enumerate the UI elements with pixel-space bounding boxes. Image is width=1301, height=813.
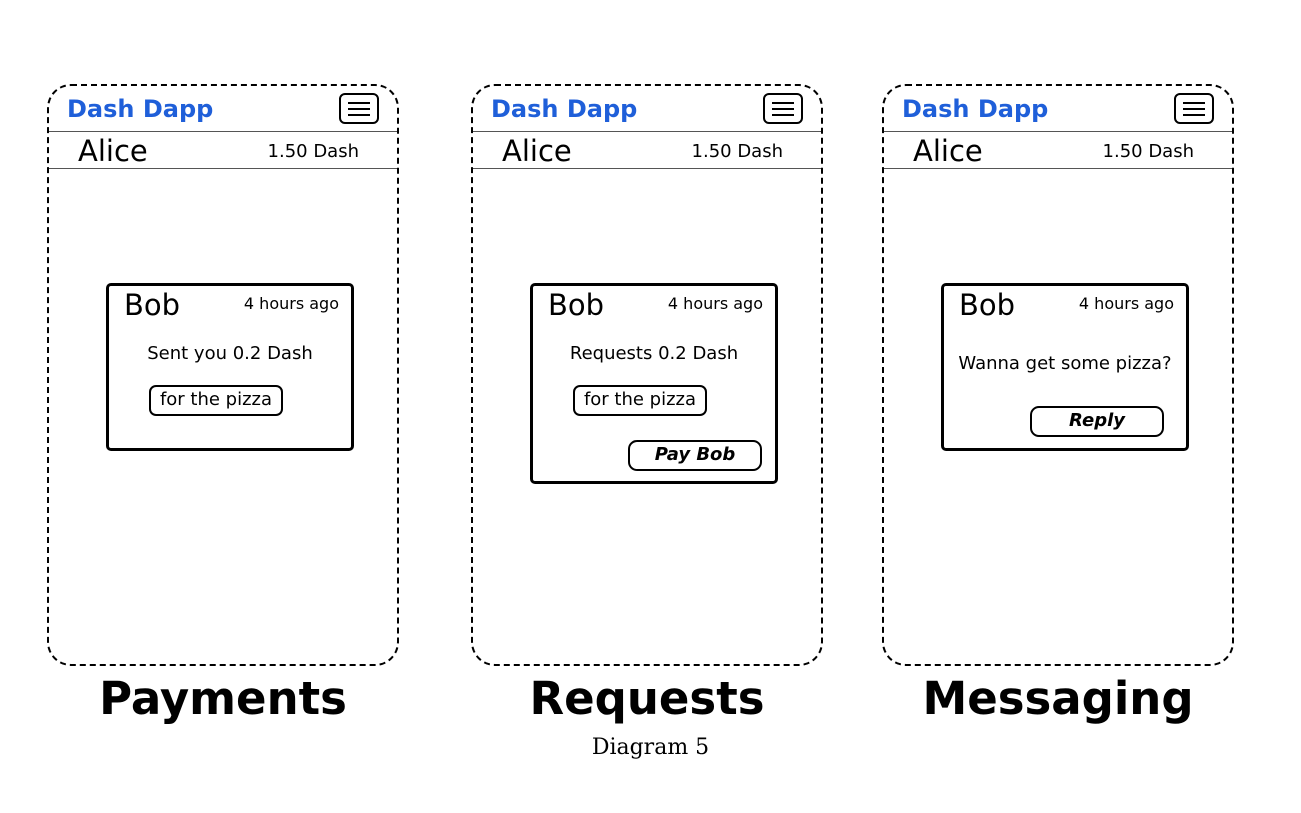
notification-card: Bob 4 hours ago Wanna get some pizza? Re…: [941, 283, 1189, 451]
timestamp: 4 hours ago: [1078, 294, 1174, 313]
hamburger-menu-icon[interactable]: [1174, 93, 1214, 124]
app-header: Dash Dapp: [49, 86, 397, 132]
app-title: Dash Dapp: [902, 95, 1049, 123]
hamburger-menu-icon[interactable]: [763, 93, 803, 124]
balance: 1.50 Dash: [1102, 141, 1194, 162]
app-title: Dash Dapp: [67, 95, 214, 123]
user-bar: Alice 1.50 Dash: [884, 132, 1232, 169]
hamburger-menu-icon[interactable]: [339, 93, 379, 124]
balance: 1.50 Dash: [691, 141, 783, 162]
notification-card: Bob 4 hours ago Sent you 0.2 Dash for th…: [106, 283, 354, 451]
message-text: Sent you 0.2 Dash: [147, 343, 313, 364]
sender-name: Bob: [959, 288, 1016, 322]
panel-label-requests: Requests: [529, 672, 765, 725]
pay-bob-button[interactable]: Pay Bob: [628, 440, 762, 471]
sender-name: Bob: [548, 288, 605, 322]
user-name: Alice: [502, 134, 572, 168]
message-text: Wanna get some pizza?: [958, 353, 1172, 374]
sender-name: Bob: [124, 288, 181, 322]
balance: 1.50 Dash: [267, 141, 359, 162]
phone-mockup-messaging: Dash Dapp Alice 1.50 Dash Bob 4 hours ag…: [882, 84, 1234, 666]
panel-label-payments: Payments: [99, 672, 347, 725]
memo-tag: for the pizza: [149, 385, 283, 416]
user-bar: Alice 1.50 Dash: [473, 132, 821, 169]
phone-mockup-payments: Dash Dapp Alice 1.50 Dash Bob 4 hours ag…: [47, 84, 399, 666]
notification-card: Bob 4 hours ago Requests 0.2 Dash for th…: [530, 283, 778, 484]
user-bar: Alice 1.50 Dash: [49, 132, 397, 169]
app-header: Dash Dapp: [473, 86, 821, 132]
panel-label-messaging: Messaging: [922, 672, 1194, 725]
user-name: Alice: [78, 134, 148, 168]
app-header: Dash Dapp: [884, 86, 1232, 132]
reply-button[interactable]: Reply: [1030, 406, 1164, 437]
message-text: Requests 0.2 Dash: [569, 343, 739, 364]
phone-mockup-requests: Dash Dapp Alice 1.50 Dash Bob 4 hours ag…: [471, 84, 823, 666]
diagram-caption: Diagram 5: [591, 735, 710, 760]
app-title: Dash Dapp: [491, 95, 638, 123]
timestamp: 4 hours ago: [667, 294, 763, 313]
timestamp: 4 hours ago: [243, 294, 339, 313]
user-name: Alice: [913, 134, 983, 168]
memo-tag: for the pizza: [573, 385, 707, 416]
